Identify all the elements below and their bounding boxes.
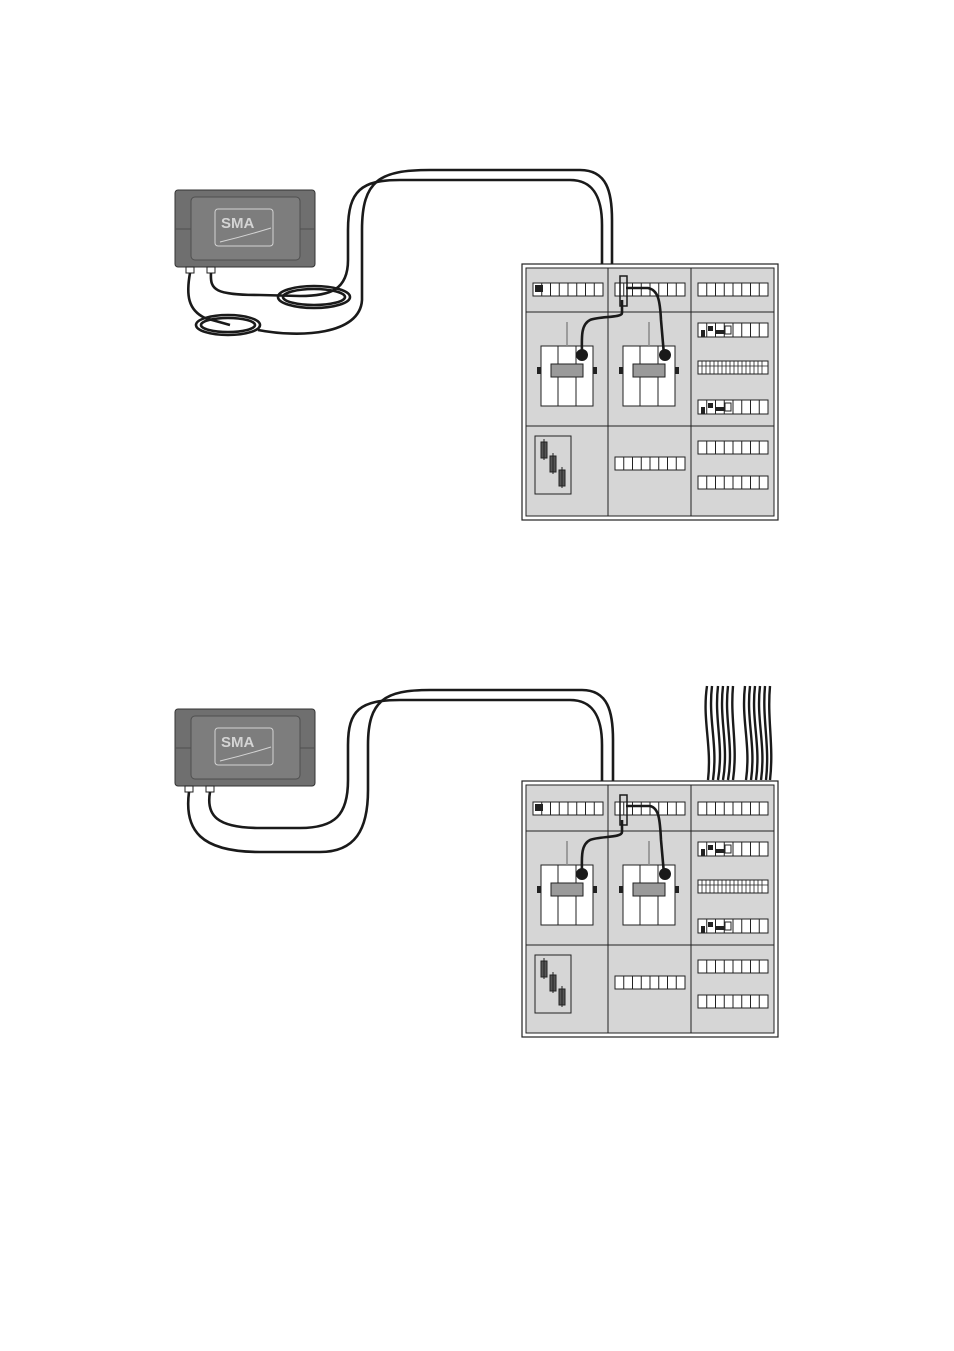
terminal-strip-icon xyxy=(532,282,769,490)
cable-bundles-lower xyxy=(704,685,773,781)
upper-figure: SMA xyxy=(174,168,779,521)
device-logo-text: SMA xyxy=(221,734,255,751)
fuse-icon xyxy=(534,435,572,495)
sma-device-upper: SMA xyxy=(174,189,316,274)
lower-figure: SMA xyxy=(174,685,779,1038)
distribution-cabinet-upper xyxy=(521,263,779,521)
distribution-cabinet-lower xyxy=(521,780,779,1038)
sma-device-lower: SMA xyxy=(174,708,316,793)
fuse-icon xyxy=(534,954,572,1014)
device-logo-text: SMA xyxy=(221,215,255,232)
terminal-strip-icon xyxy=(532,801,769,1009)
cables-upper xyxy=(186,168,632,337)
